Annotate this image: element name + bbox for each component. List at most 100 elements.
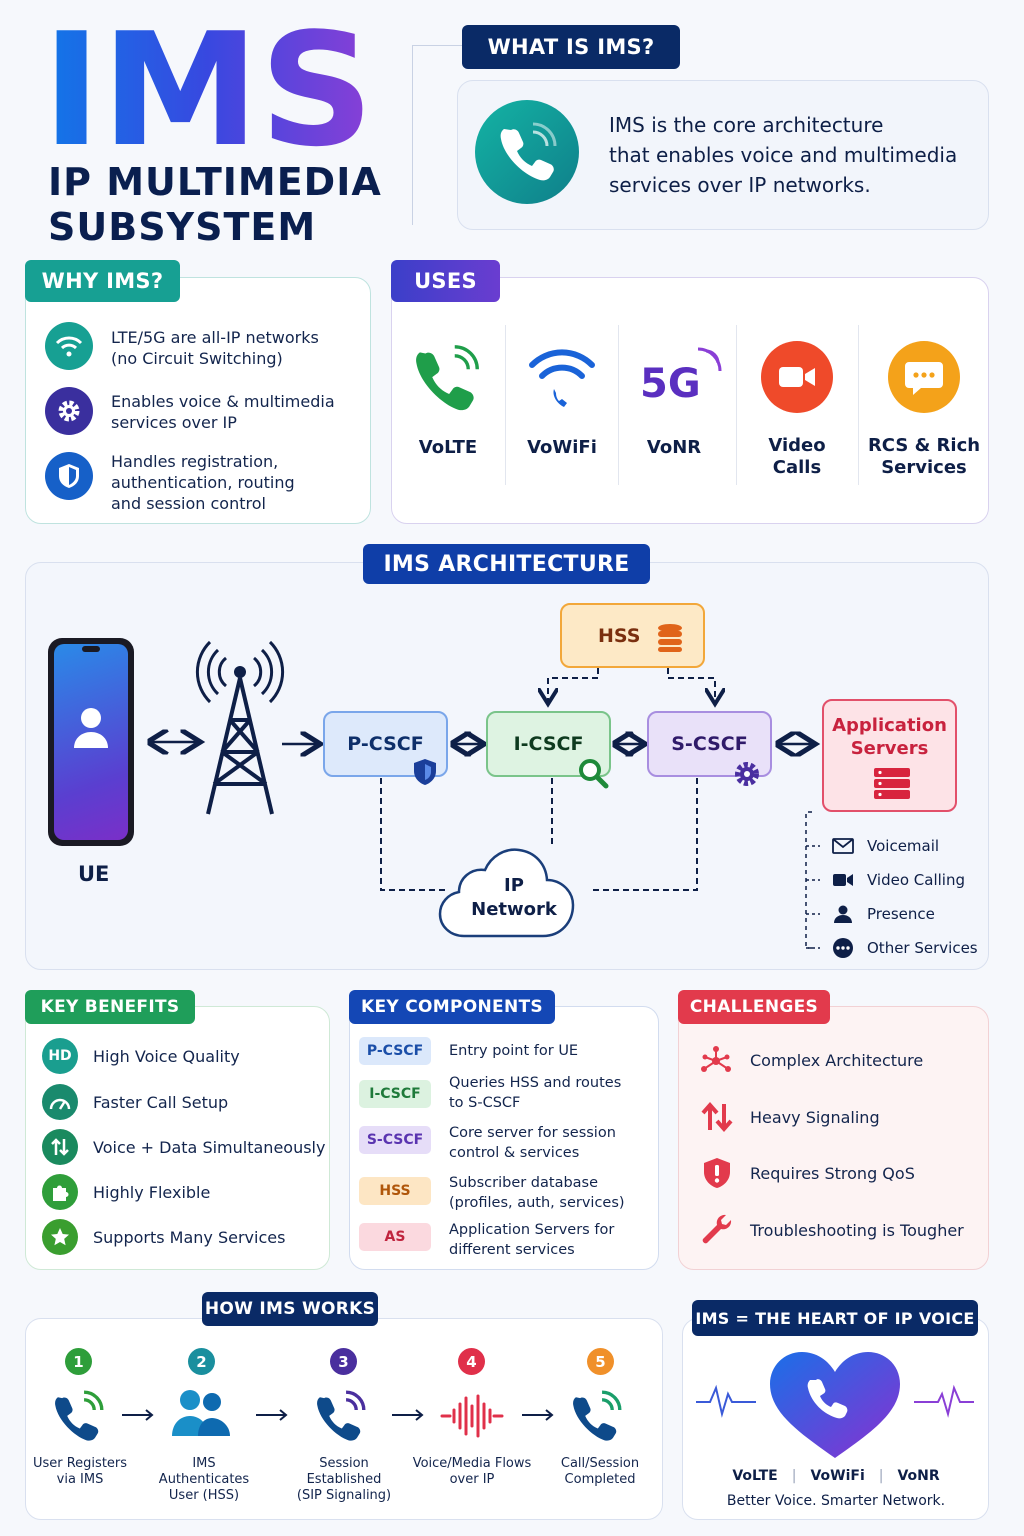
how-arrows (122, 1409, 554, 1421)
step-4-number: 4 (458, 1348, 485, 1375)
step-2-num: 2 (196, 1352, 207, 1371)
step-2-line2: User (HSS) (168, 1488, 240, 1503)
heart-sep-1: | (791, 1468, 797, 1484)
heart-label-vonr: VoNR (897, 1468, 940, 1484)
shield-icon (414, 759, 436, 785)
up-down-arrows-icon (701, 1101, 733, 1133)
use-vowifi-label: VoWiFi (512, 437, 612, 459)
video-icon (761, 341, 833, 413)
components-title: KEY COMPONENTS (349, 990, 555, 1024)
as-label-line2: Servers (850, 738, 929, 759)
why-item-2: Enables voice & multimedia services over… (111, 391, 335, 433)
benefit-4-label: Highly Flexible (93, 1183, 211, 1202)
step-2-number: 2 (188, 1348, 215, 1375)
component-as-line2: different services (449, 1242, 575, 1258)
uses-dividers (505, 325, 506, 485)
use-vowifi: VoWiFi (512, 335, 612, 475)
phone-icon (573, 1390, 622, 1441)
step-1-num: 1 (73, 1352, 84, 1371)
use-vonr: 5G VoNR (624, 335, 724, 475)
use-rcs-line1: RCS & Rich (867, 435, 981, 456)
star-icon (42, 1219, 78, 1255)
ip-network-line2: Network (471, 899, 557, 920)
uses-divider-4 (858, 325, 859, 485)
ims-logo: IMS (42, 10, 374, 150)
use-volte-label: VoLTE (398, 437, 498, 459)
uses-divider-2 (618, 325, 619, 485)
header: IMS IP MULTIMEDIA SUBSYSTEM (40, 10, 400, 250)
person-icon (74, 708, 108, 748)
scscf-node: S-CSCF (647, 711, 772, 786)
mail-icon (832, 838, 854, 854)
use-volte: VoLTE (398, 335, 498, 475)
component-hss-desc: Subscriber database (profiles, auth, ser… (449, 1173, 625, 1213)
tag-hss: HSS (359, 1177, 431, 1205)
why-item-2-line2: services over IP (111, 413, 237, 432)
pcscf-node: P-CSCF (323, 711, 448, 785)
chat-icon (888, 341, 960, 413)
use-rcs-line2: Services (881, 457, 967, 478)
more-icon (833, 938, 853, 958)
step-3-number: 3 (330, 1348, 357, 1375)
architecture-title: IMS ARCHITECTURE (363, 544, 650, 584)
why-item-1: LTE/5G are all-IP networks (no Circuit S… (111, 327, 319, 369)
search-icon (579, 759, 609, 789)
phone-icon (317, 1390, 366, 1441)
challenge-2-label: Heavy Signaling (750, 1108, 880, 1127)
hss-node: HSS (560, 603, 705, 668)
shield-alert-icon (704, 1158, 730, 1188)
use-video-calls: Video Calls (747, 335, 847, 478)
step-5-number: 5 (587, 1348, 614, 1375)
step-3-line1: Session Established (306, 1456, 382, 1487)
hd-text: HD (48, 1048, 72, 1064)
how-title: HOW IMS WORKS (202, 1292, 378, 1326)
ue-label: UE (78, 862, 110, 886)
architecture-connectors (0, 668, 1024, 949)
service-presence-label: Presence (867, 905, 935, 923)
step-3-line2: (SIP Signaling) (296, 1488, 392, 1503)
header-divider (412, 45, 413, 225)
speedometer-icon (42, 1084, 78, 1120)
tag-pcscf: P-CSCF (359, 1037, 431, 1065)
ip-network-line1: IP (504, 875, 524, 896)
phone-icon (55, 1390, 104, 1441)
heart-label-volte: VoLTE (732, 1468, 778, 1484)
use-video-label: Video Calls (747, 435, 847, 479)
use-rcs-label: RCS & Rich Services (864, 435, 984, 479)
ue-screen (54, 644, 128, 840)
header-divider-h (412, 45, 462, 46)
service-voicemail: Voicemail (832, 835, 939, 857)
why-item-3: Handles registration, authentication, ro… (111, 451, 295, 514)
ip-network-cloud (438, 848, 575, 938)
challenge-3-label: Requires Strong QoS (750, 1164, 915, 1183)
ue-device (48, 638, 134, 846)
why-item-3-line3: and session control (111, 494, 266, 513)
scscf-label: S-CSCF (671, 733, 748, 755)
step-5-line2: Completed (564, 1472, 636, 1487)
logo-text: IMS (42, 10, 374, 150)
use-video-line2: Calls (772, 457, 822, 478)
what-is-line1: IMS is the core architecture (609, 113, 884, 137)
step-5-num: 5 (595, 1352, 606, 1371)
puzzle-icon (42, 1174, 78, 1210)
step-4-num: 4 (466, 1352, 477, 1371)
5g-icon: 5G (638, 347, 722, 417)
gear-icon (735, 762, 759, 786)
users-icon (172, 1390, 230, 1436)
component-icscf-line2: to S-CSCF (449, 1095, 521, 1111)
service-voicemail-label: Voicemail (867, 837, 940, 855)
why-item-3-line2: authentication, routing (111, 473, 295, 492)
icscf-node: I-CSCF (486, 711, 611, 789)
component-pcscf-desc: Entry point for UE (449, 1041, 578, 1061)
step-1-number: 1 (65, 1348, 92, 1375)
icscf-label: I-CSCF (513, 733, 584, 755)
ip-network-label: IP Network (436, 874, 592, 922)
component-as-line1: Application Servers for (449, 1222, 615, 1238)
tag-icscf: I-CSCF (359, 1080, 431, 1108)
why-title: WHY IMS? (25, 260, 180, 302)
step-5-label: Call/Session Completed (550, 1456, 650, 1488)
uses-card (391, 277, 989, 524)
service-presence: Presence (832, 903, 935, 925)
uses-divider-3 (736, 325, 737, 485)
step-5-line1: Call/Session (560, 1456, 640, 1471)
